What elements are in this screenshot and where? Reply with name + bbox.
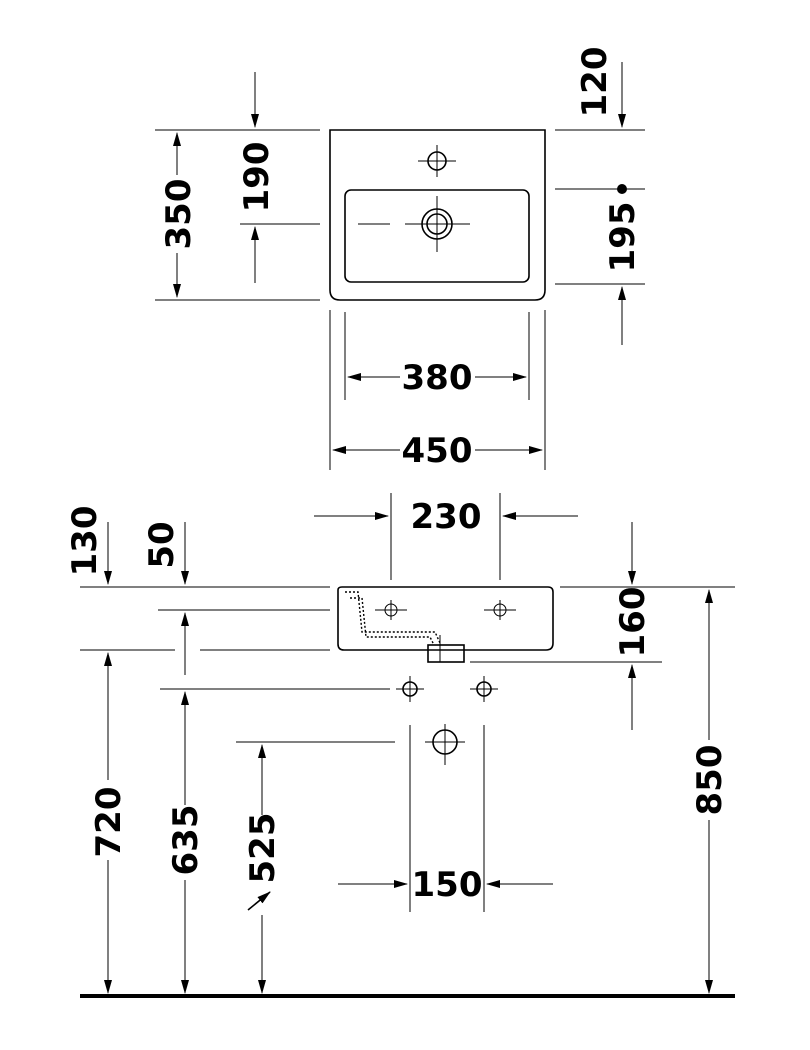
inlet-mark-left-icon (375, 600, 407, 620)
wall-waste-outlet-icon (425, 724, 465, 765)
basin-internal-channel (345, 591, 441, 644)
supply-point-right-icon (470, 676, 498, 702)
dim-230: 230 (411, 497, 482, 537)
elevation-view: 230 130 50 160 720 635 525 150 850 (65, 493, 735, 998)
plan-view: 350 190 120 195 380 450 (155, 47, 645, 471)
dim-190: 190 (237, 142, 277, 213)
dim-130: 130 (65, 506, 105, 577)
dim-150: 150 (412, 865, 483, 905)
reference-dot-icon (617, 184, 627, 194)
dim-850: 850 (690, 745, 730, 816)
dim-350: 350 (159, 179, 199, 250)
waste-outlet-icon (358, 196, 470, 252)
dim-195: 195 (603, 202, 643, 273)
dim-160: 160 (613, 587, 653, 658)
inlet-mark-right-icon (484, 600, 516, 620)
dim-380: 380 (402, 358, 473, 398)
dim-450: 450 (402, 431, 473, 471)
dim-120: 120 (575, 47, 615, 118)
supply-point-left-icon (396, 676, 424, 702)
basin-outline-plan (329, 129, 546, 301)
tap-hole-icon (418, 145, 456, 177)
dim-525: 525 (243, 813, 283, 884)
dim-720: 720 (89, 787, 129, 858)
leader-arrow-icon (247, 891, 271, 911)
dim-50: 50 (142, 521, 182, 568)
bowl-outline-plan (344, 189, 530, 283)
dim-635: 635 (166, 805, 206, 876)
waste-tail (427, 644, 465, 663)
basin-outline-side (337, 586, 554, 651)
